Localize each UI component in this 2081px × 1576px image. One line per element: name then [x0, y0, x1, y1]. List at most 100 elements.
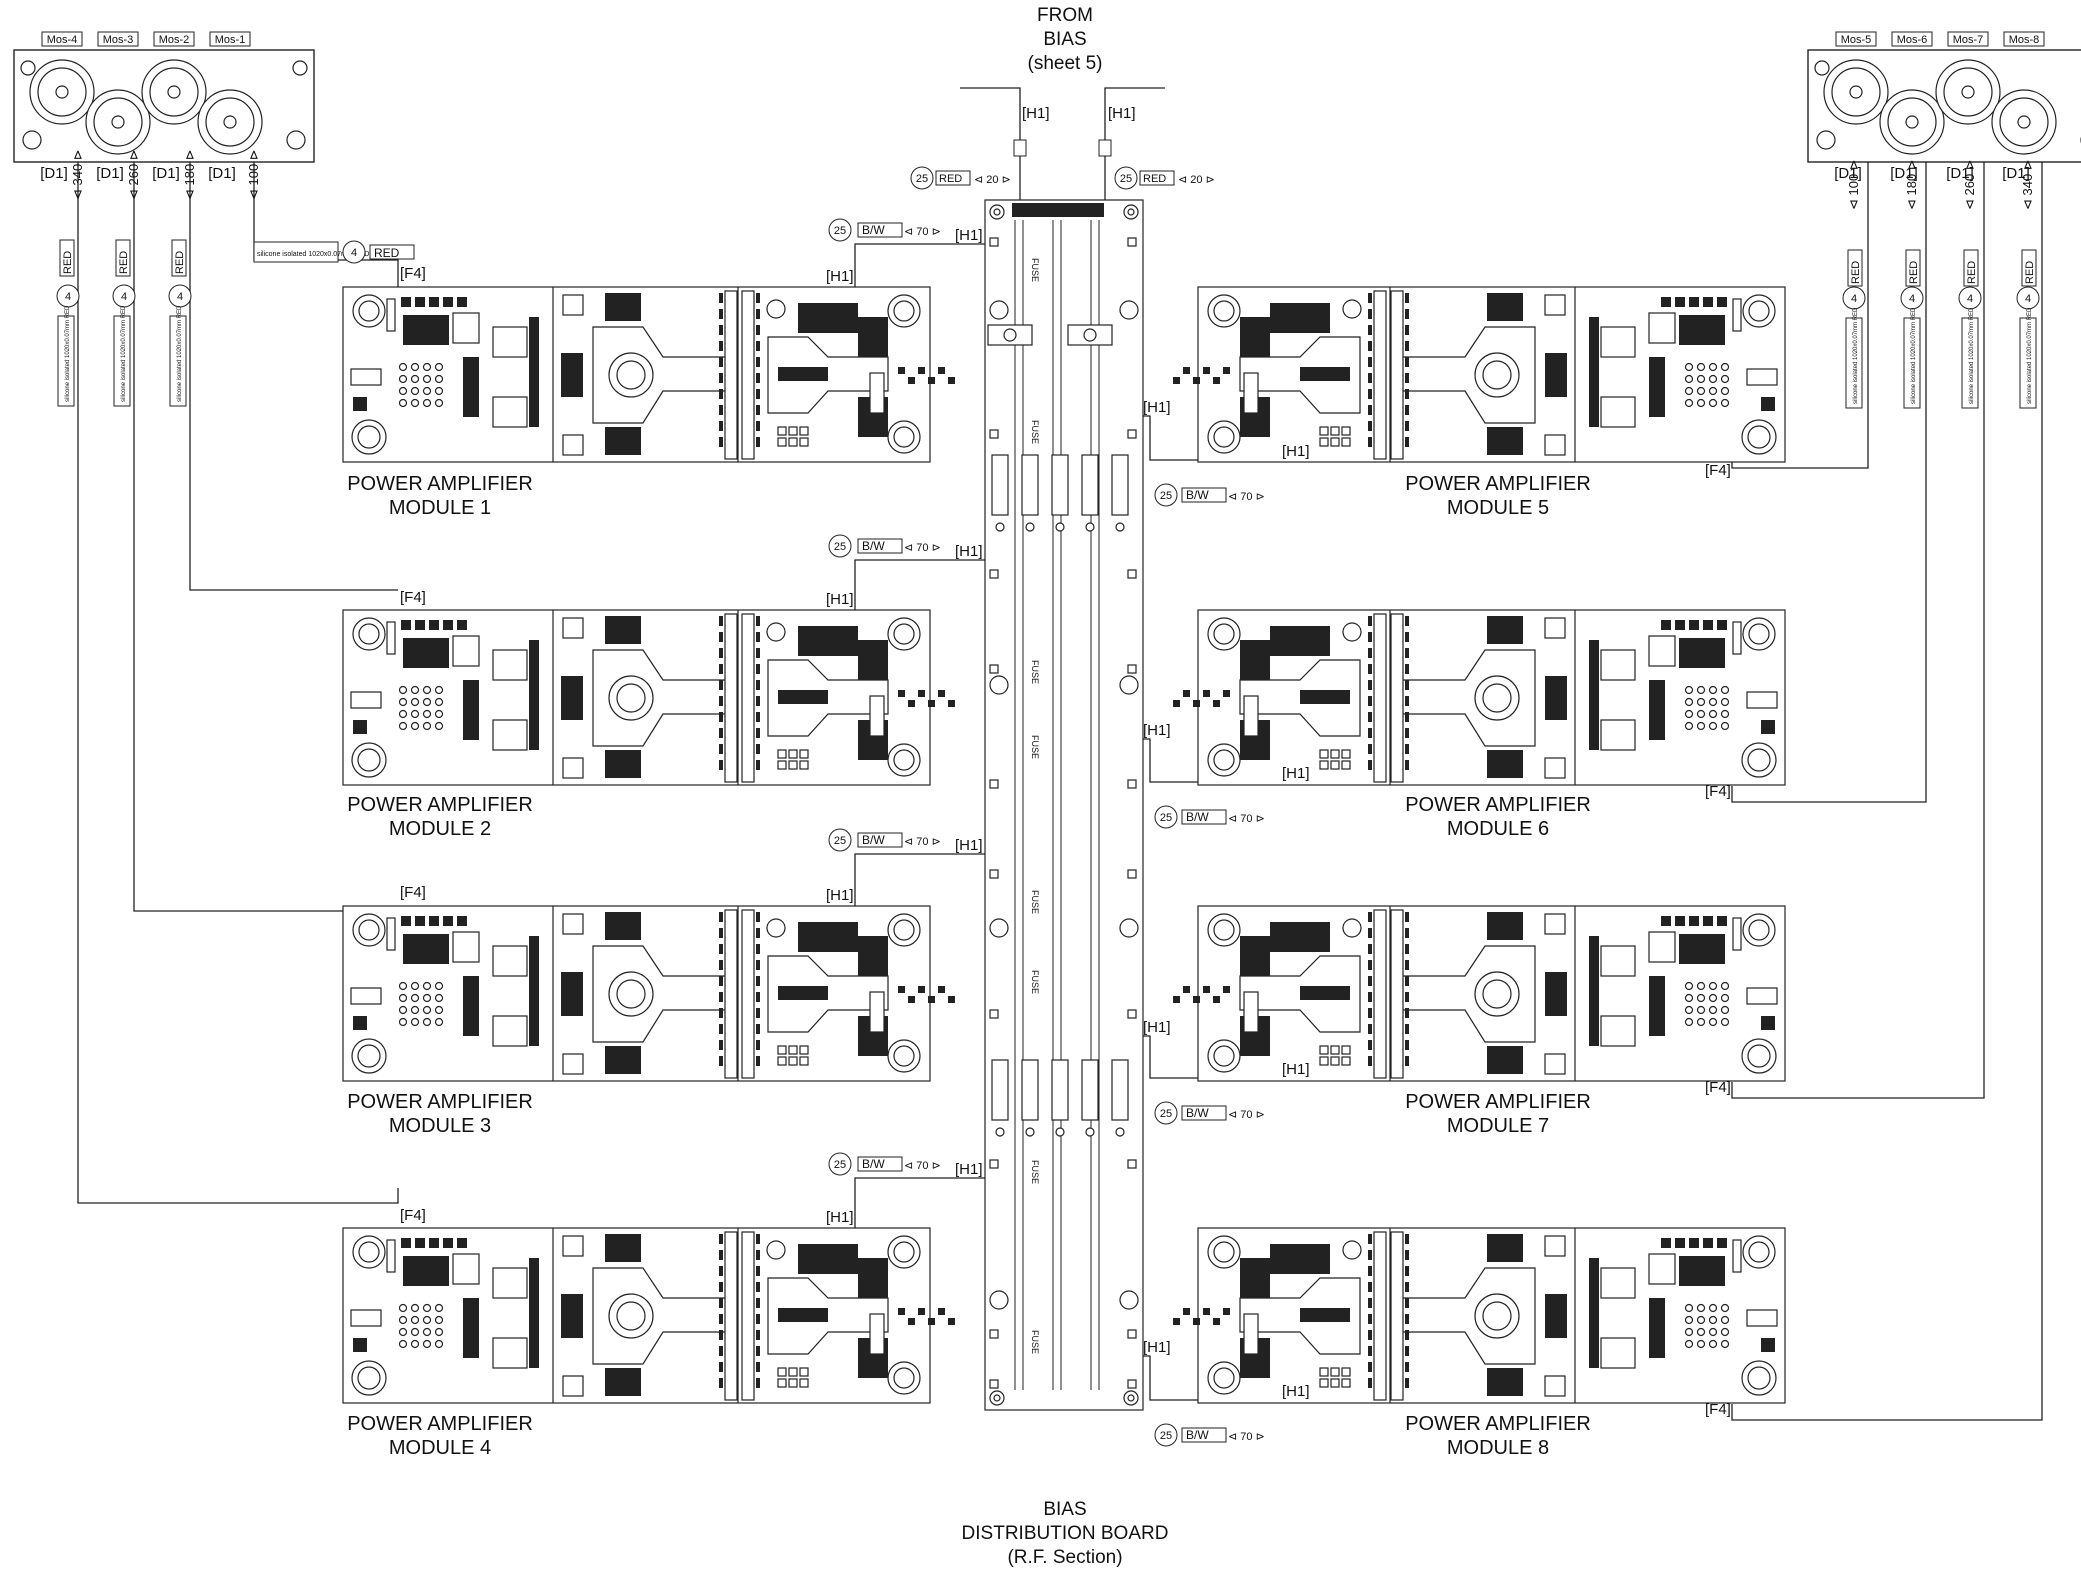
smd-part [908, 700, 915, 707]
connector-pad [1243, 1313, 1259, 1355]
comb-contact [1405, 357, 1409, 367]
smd-part [908, 1318, 915, 1325]
wire-color-box [1905, 249, 1921, 287]
connector-pad [1243, 372, 1259, 414]
coax-pin-icon [55, 85, 69, 99]
comb-contact [756, 912, 760, 922]
bus-bar [741, 290, 755, 460]
smd-part [353, 1016, 367, 1030]
via-grid [1720, 362, 1730, 372]
via-grid [410, 362, 420, 372]
comb-contact [719, 760, 723, 770]
via-grid [410, 981, 420, 991]
comb-contact [719, 728, 723, 738]
via-grid [422, 398, 432, 408]
comb-contact [719, 389, 723, 399]
via-grid [777, 1378, 787, 1388]
mount-screw [1544, 1235, 1566, 1257]
tag-f4: [F4] [1705, 783, 1731, 800]
via-grid [1330, 1367, 1340, 1377]
smd-part [928, 996, 935, 1003]
transistor-chip [1270, 303, 1330, 333]
coax-pin-icon [111, 115, 125, 129]
mount-hole-icon [893, 1241, 915, 1263]
smd-part [1661, 620, 1671, 630]
fuse-terminal [1025, 1127, 1035, 1137]
smd-part [938, 986, 945, 993]
via-grid [1720, 721, 1730, 731]
mount-hole-icon [1816, 130, 1836, 150]
via-grid [788, 1367, 798, 1377]
wire-h1-left [854, 243, 985, 287]
gauge-label: 25 [1160, 812, 1172, 824]
via-grid [1720, 1339, 1730, 1349]
transistor-flange-icon [616, 683, 646, 713]
comb-contact [1405, 960, 1409, 970]
smd-part [918, 690, 925, 697]
comb-contact [719, 1234, 723, 1244]
comb-contact [756, 1346, 760, 1356]
mount-hole-icon [893, 426, 915, 448]
comb-contact [756, 632, 760, 642]
wire-f4-left [133, 162, 398, 912]
comb-contact [1368, 664, 1372, 674]
smd-part [1213, 996, 1220, 1003]
comb-contact [1405, 1024, 1409, 1034]
smd-part [908, 996, 915, 1003]
comb-contact [719, 1362, 723, 1372]
gauge-circle [1958, 286, 1982, 310]
via-grid [398, 1017, 408, 1027]
mount-hole-icon [1127, 208, 1135, 216]
smd-cluster [1240, 936, 1270, 976]
via-grid [1696, 386, 1706, 396]
via-grid [398, 1327, 408, 1337]
smd-part [1761, 1016, 1775, 1030]
via-grid [1708, 1303, 1718, 1313]
silicone-note-box [1903, 317, 1921, 409]
smd-part [1675, 297, 1685, 307]
mos-label-box [41, 31, 83, 47]
tag-d1: [D1] [40, 165, 68, 182]
mount-hole-icon [357, 1366, 381, 1390]
capacitor-block [605, 293, 641, 321]
comb-contact [1405, 712, 1409, 722]
mount-hole-icon [1814, 60, 1830, 76]
via-grid [788, 1378, 798, 1388]
via-grid [1720, 386, 1730, 396]
comb-contact [1405, 912, 1409, 922]
title-top-line1: FROM [1037, 5, 1093, 26]
wire-color-box [115, 239, 131, 277]
fuse-cartridge [1111, 1059, 1129, 1121]
gauge-label: 4 [121, 291, 127, 303]
mount-hole-icon [22, 130, 42, 150]
via-grid [410, 993, 420, 1003]
via-grid [777, 1056, 787, 1066]
title-top-line3: (sheet 5) [1027, 53, 1103, 74]
pad [1127, 237, 1137, 247]
connector-pad [1732, 1239, 1742, 1273]
via-grid [1708, 374, 1718, 384]
via-grid [1684, 386, 1694, 396]
mount-hole-icon [1213, 919, 1235, 941]
transistor-chip [1679, 1256, 1725, 1286]
pad [989, 664, 999, 674]
smd-part [1661, 916, 1671, 926]
silicone-note: silicone isolated 1020x0.07mm RED [2027, 307, 2033, 404]
via-grid [777, 437, 787, 447]
pa-module-board-6 [1173, 609, 1786, 786]
via-grid [799, 1056, 809, 1066]
comb-contact [1368, 1266, 1372, 1276]
wire-color-label: B/W [862, 1157, 885, 1171]
wire-color-box [857, 1156, 903, 1172]
via-grid [410, 1017, 420, 1027]
via-grid [1341, 426, 1351, 436]
via-grid [799, 760, 809, 770]
via-grid [422, 709, 432, 719]
connector-pad [386, 621, 396, 655]
gauge-circle [828, 534, 852, 558]
capacitor-bank [1649, 1298, 1665, 1358]
capacitor-block [1487, 293, 1523, 321]
smd-part [898, 1308, 905, 1315]
comb-contact [1405, 648, 1409, 658]
comb-contact [1368, 1346, 1372, 1356]
